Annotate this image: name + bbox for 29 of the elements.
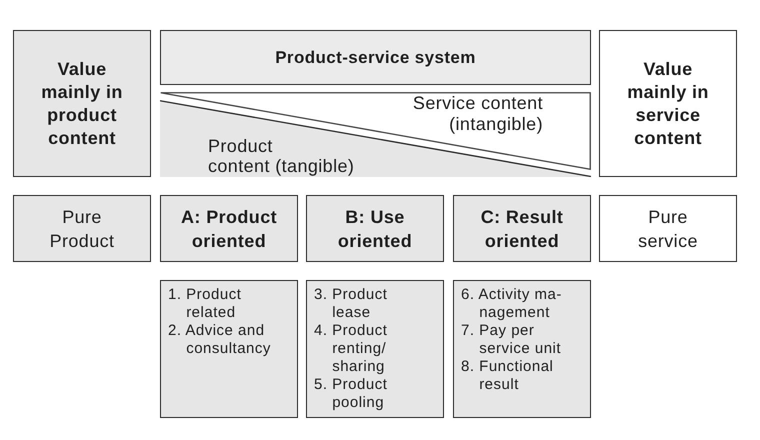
list-box (453, 280, 591, 418)
category-label: C: Result oriented (480, 206, 564, 252)
category-box (306, 195, 444, 262)
category-box (13, 195, 151, 262)
list-item: 3. Product lease (314, 286, 388, 322)
heading-text: Value mainly in product content (40, 58, 124, 150)
list-item: 1. Product related (168, 286, 242, 322)
category-label: A: Product oriented (180, 206, 278, 252)
category-label: B: Use oriented (336, 206, 414, 252)
area-label: Service content (intangible) (412, 93, 543, 135)
list-item: 6. Activity ma- nagement (461, 286, 563, 322)
category-label: Pure service (637, 206, 699, 252)
list-item: 7. Pay per service unit (461, 322, 562, 358)
category-box (160, 195, 298, 262)
area-label: Product content (tangible) (208, 136, 356, 176)
list-item: 4. Product renting/ sharing (314, 322, 388, 376)
list-box (306, 280, 444, 418)
category-box (13, 30, 151, 177)
list-item: 8. Functional result (461, 358, 554, 394)
heading-text: Value mainly in service content (626, 58, 710, 150)
category-box (453, 195, 591, 262)
category-box (599, 195, 737, 262)
title-text: Product-service system (275, 46, 476, 68)
list-box (160, 280, 298, 418)
list-item: 5. Product pooling (314, 376, 388, 412)
category-box (599, 30, 737, 177)
category-label: Pure Product (48, 206, 116, 252)
list-item: 2. Advice and consultancy (168, 322, 272, 358)
title-box (160, 30, 591, 85)
